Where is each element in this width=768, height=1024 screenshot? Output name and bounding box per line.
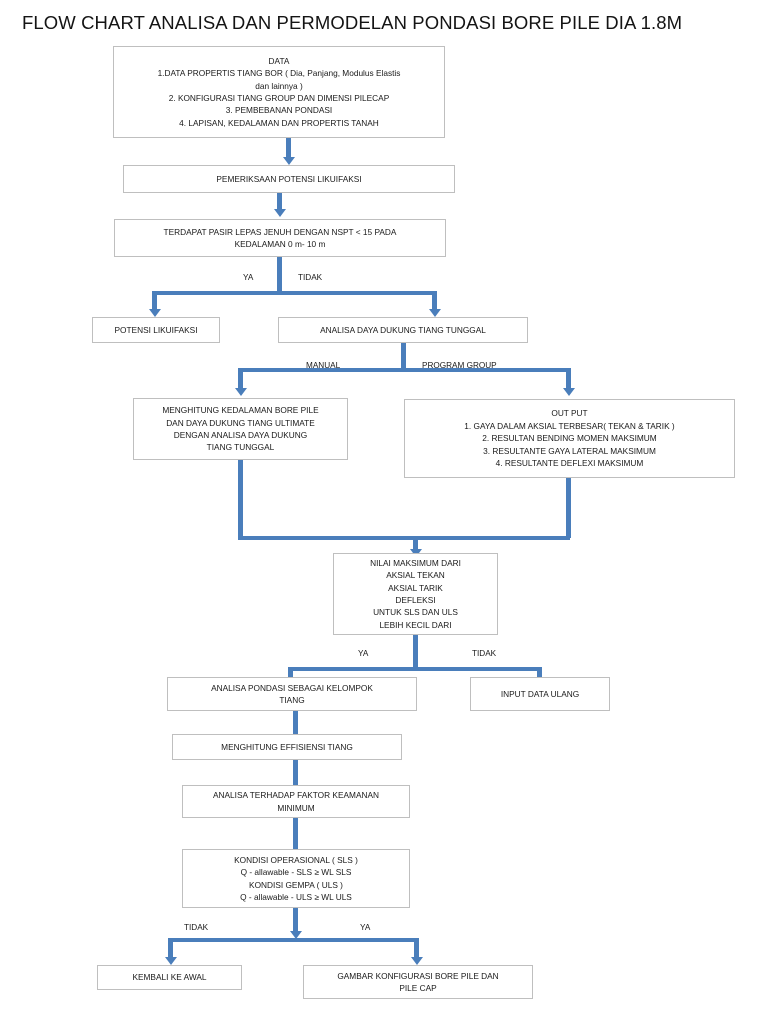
branch-label-kondisi-tidak: TIDAK <box>184 923 209 932</box>
node-potensi-likuifaksi[interactable]: POTENSI LIKUIFAKSI <box>92 317 220 343</box>
node-out-put[interactable]: OUT PUT 1. GAYA DALAM AKSIAL TERBESAR( T… <box>404 399 735 478</box>
node-menghitung-effisiensi[interactable]: MENGHITUNG EFFISIENSI TIANG <box>172 734 402 760</box>
connector-to-potensi-likuifaksi <box>152 291 157 311</box>
connector-to-analisa-daya-dukung <box>432 291 437 311</box>
connector-effisiensi-to-faktor-keamanan <box>293 760 298 785</box>
arrow-to-kembali-ke-awal <box>164 957 177 965</box>
connector-analisa-stem <box>401 343 406 372</box>
branch-label-kondisi-ya: YA <box>360 923 371 932</box>
connector-metode-split-bar <box>238 368 571 372</box>
branch-label-metode-program-group: PROGRAM GROUP <box>422 361 497 370</box>
node-input-data-ulang[interactable]: INPUT DATA ULANG <box>470 677 610 711</box>
node-analisa-faktor-keamanan[interactable]: ANALISA TERHADAP FAKTOR KEAMANAN MINIMUM <box>182 785 410 818</box>
arrow-to-potensi-likuifaksi <box>148 309 161 317</box>
arrow-pemeriksaan-to-terdapat <box>273 209 286 217</box>
connector-nilai-split-bar <box>288 667 541 671</box>
connector-out-put-down <box>566 478 571 538</box>
connector-to-analisa-kelompok <box>288 667 293 679</box>
connector-to-gambar-konfigurasi <box>414 938 419 959</box>
node-analisa-kelompok-tiang[interactable]: ANALISA PONDASI SEBAGAI KELOMPOK TIANG <box>167 677 417 711</box>
branch-label-nilai-tidak: TIDAK <box>472 649 497 658</box>
page-title: FLOW CHART ANALISA DAN PERMODELAN PONDAS… <box>22 12 683 33</box>
node-pemeriksaan-likuifaksi[interactable]: PEMERIKSAAN POTENSI LIKUIFAKSI <box>123 165 455 193</box>
connector-merge-bar <box>238 536 570 540</box>
branch-label-likuifaksi-ya: YA <box>243 273 254 282</box>
node-data-input[interactable]: DATA 1.DATA PROPERTIS TIANG BOR ( Dia, P… <box>113 46 445 138</box>
connector-menghitung-down <box>238 460 243 538</box>
branch-label-metode-manual: MANUAL <box>306 361 341 370</box>
connector-faktor-keamanan-to-kondisi <box>293 818 298 849</box>
arrow-to-menghitung-kedalaman <box>234 388 247 396</box>
connector-kelompok-to-effisiensi <box>293 711 298 734</box>
node-nilai-maksimum[interactable]: NILAI MAKSIMUM DARI AKSIAL TEKAN AKSIAL … <box>333 553 498 635</box>
arrow-kondisi-stem <box>289 931 302 939</box>
connector-pemeriksaan-to-terdapat <box>277 193 282 211</box>
connector-kondisi-stem <box>293 908 298 935</box>
connector-merge-to-nilai <box>413 536 418 553</box>
arrow-data-to-pemeriksaan <box>282 157 295 165</box>
connector-terdapat-split-bar <box>152 291 437 295</box>
connector-to-out-put <box>566 368 571 390</box>
arrow-to-out-put <box>562 388 575 396</box>
connector-kondisi-split-bar <box>168 938 418 942</box>
node-gambar-konfigurasi[interactable]: GAMBAR KONFIGURASI BORE PILE DAN PILE CA… <box>303 965 533 999</box>
connector-terdapat-stem <box>277 257 282 293</box>
node-analisa-daya-dukung[interactable]: ANALISA DAYA DUKUNG TIANG TUNGGAL <box>278 317 528 343</box>
node-menghitung-kedalaman[interactable]: MENGHITUNG KEDALAMAN BORE PILE DAN DAYA … <box>133 398 348 460</box>
connector-to-kembali-ke-awal <box>168 938 173 959</box>
node-terdapat-pasir[interactable]: TERDAPAT PASIR LEPAS JENUH DENGAN NSPT <… <box>114 219 446 257</box>
arrow-to-analisa-daya-dukung <box>428 309 441 317</box>
node-kembali-ke-awal[interactable]: KEMBALI KE AWAL <box>97 965 242 990</box>
branch-label-nilai-ya: YA <box>358 649 369 658</box>
connector-to-menghitung-kedalaman <box>238 368 243 390</box>
arrow-to-gambar-konfigurasi <box>410 957 423 965</box>
connector-nilai-stem <box>413 635 418 669</box>
branch-label-likuifaksi-tidak: TIDAK <box>298 273 323 282</box>
connector-data-to-pemeriksaan <box>286 138 291 159</box>
node-kondisi-operasional-gempa[interactable]: KONDISI OPERASIONAL ( SLS ) Q - allawabl… <box>182 849 410 908</box>
connector-to-input-data-ulang <box>537 667 542 679</box>
